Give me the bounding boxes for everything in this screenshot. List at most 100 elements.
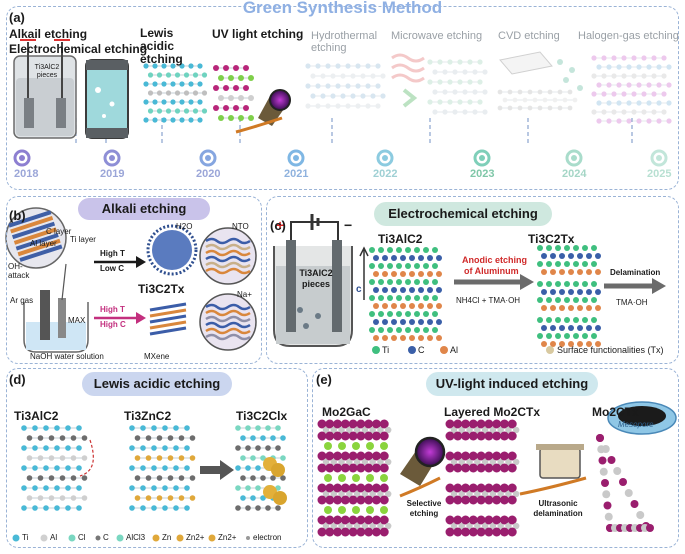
legend-c: C (418, 345, 425, 355)
cond-top-1: High T (100, 249, 125, 258)
year-2025: 2025 (647, 168, 672, 180)
year-2024: 2024 (562, 168, 587, 180)
legend-d-alcl3: AlCl3 (126, 533, 146, 542)
svg-text:−: − (344, 217, 352, 233)
mo2ctx-triangle (596, 434, 654, 532)
method-uv: UV light etching (212, 27, 304, 41)
year-2022: 2022 (373, 168, 398, 180)
panel-d (6, 368, 308, 548)
timeline (11, 118, 679, 167)
method-alkali: Alkail etching (9, 27, 88, 41)
electro-legend-dots (372, 346, 554, 354)
ti-layer-label: Ti layer (70, 235, 96, 244)
layered-mo2ctx-slabs (445, 419, 520, 537)
cell-label-1: Ti3AlC2 (299, 268, 333, 278)
legend-ti: Ti (382, 345, 390, 355)
stage-ti3c2clx: Ti3C2Clx (236, 409, 288, 423)
legend-d-electron: electron (253, 533, 282, 542)
mo2gac-slabs (317, 419, 392, 537)
mxene-label: MXene (144, 352, 170, 361)
faded-illustrations (305, 51, 672, 124)
legend-d-cl: Cl (78, 533, 86, 542)
year-2023: 2023 (470, 168, 495, 180)
year-2018: 2018 (14, 168, 39, 180)
selective-1: Selective (406, 499, 442, 508)
panel-b-label: (b) (9, 208, 26, 223)
ultrasonic-bath (519, 444, 587, 496)
stage-ti3alc2: Ti3AlC2 (14, 409, 59, 423)
uv-lattice-illustration (213, 65, 254, 121)
year-2021: 2021 (284, 168, 309, 180)
stage-ti3znc2: Ti3ZnC2 (124, 409, 172, 423)
method-lewis: Lewis acidic etching (140, 26, 183, 66)
ti3znc2-lattice (129, 425, 196, 511)
nto-label: NTO (232, 222, 249, 231)
legend-surface: Surface functionalities (Tx) (557, 345, 664, 355)
mesopore-label: Mesopore (618, 420, 654, 429)
max-label: MAX (68, 316, 86, 325)
legend-d-ti: Ti (22, 533, 29, 542)
h2o-label: H2O (176, 222, 193, 231)
uv-lamp-e (399, 436, 446, 498)
figure-title: Green Synthesis Method (242, 0, 443, 17)
alkali-beaker-illustration (13, 39, 77, 139)
alkali-beaker-label: Ti3AlC2 pieces (34, 64, 60, 79)
na-label: Na+ (237, 290, 252, 299)
legend-al: Al (450, 345, 459, 355)
panel-d-title: Lewis acidic etching (82, 372, 232, 396)
alkali-sphere-diagram (5, 207, 89, 353)
method-electrochemical: Electrochemical etching (9, 42, 148, 56)
panel-b (6, 196, 262, 364)
svg-text:+: + (276, 217, 284, 233)
stage-mo2gac: Mo2GaC (322, 405, 371, 419)
microwave-waves (391, 53, 425, 108)
panel-d-label: (d) (9, 372, 26, 387)
cell-label-2: pieces (301, 279, 331, 289)
year-2019: 2019 (100, 168, 125, 180)
alkali-arrows (94, 256, 146, 324)
cond-bottom-1: High T (100, 305, 125, 314)
tmaoh-label: TMA·OH (616, 298, 648, 307)
cvd-sheet (499, 51, 583, 91)
lewis-legend-dots (12, 534, 250, 542)
electro-arrows (359, 246, 666, 300)
ultrasonic-2: delamination (533, 509, 583, 518)
cond-top-2: Low C (100, 264, 124, 273)
panel-e-label: (e) (316, 372, 332, 387)
uv-lamp-illustration (235, 89, 291, 134)
ti3c2tx-label-b: Ti3C2Tx (138, 282, 185, 296)
naoh-label: NaOH water solution (30, 352, 104, 361)
ti3c2tx-crystal (537, 245, 601, 347)
panel-a (6, 6, 679, 190)
panel-c-title: Electrochemical etching (374, 202, 552, 226)
ti3alc2-lattice (21, 425, 88, 511)
ti3c2tx-label-c: Ti3C2Tx (528, 232, 575, 246)
electro-cell: + − (273, 214, 353, 347)
cond-bottom-2: High C (100, 320, 126, 329)
electro-cylinder-illustration (85, 59, 129, 139)
axis-c-label: c (356, 284, 362, 295)
lewis-arrows (79, 439, 287, 505)
method-cvd: CVD etching (498, 30, 560, 42)
legend-d-zn2: Zn2+ (186, 533, 205, 542)
legend-d-zn: Zn (162, 533, 172, 542)
panel-a-label: (a) (9, 10, 25, 25)
anodic-label-2: of Aluminum (464, 266, 519, 276)
nto-sphere (146, 224, 198, 276)
lewis-lattice-illustration (143, 63, 208, 123)
mesopore-badge (607, 401, 677, 435)
stage-layered-mo2ctx: Layered Mo2CTx (444, 405, 541, 419)
panel-e (312, 368, 679, 548)
method-microwave: Microwave etching (391, 30, 483, 42)
ti3alc2-crystal (369, 247, 442, 341)
mxene-sheet (149, 302, 187, 336)
legend-d-al: Al (50, 533, 58, 542)
oh-attack-label: OH- attack (8, 262, 30, 280)
delamination-label: Delamination (610, 268, 661, 277)
method-halogen-gas: Halogen-gas etching (578, 30, 679, 42)
nto-zoom (199, 227, 257, 285)
legend-d-zn2-b: Zn2+ (218, 533, 237, 542)
c-layer-label: C layer (46, 227, 72, 236)
mxene-zoom (199, 293, 257, 351)
